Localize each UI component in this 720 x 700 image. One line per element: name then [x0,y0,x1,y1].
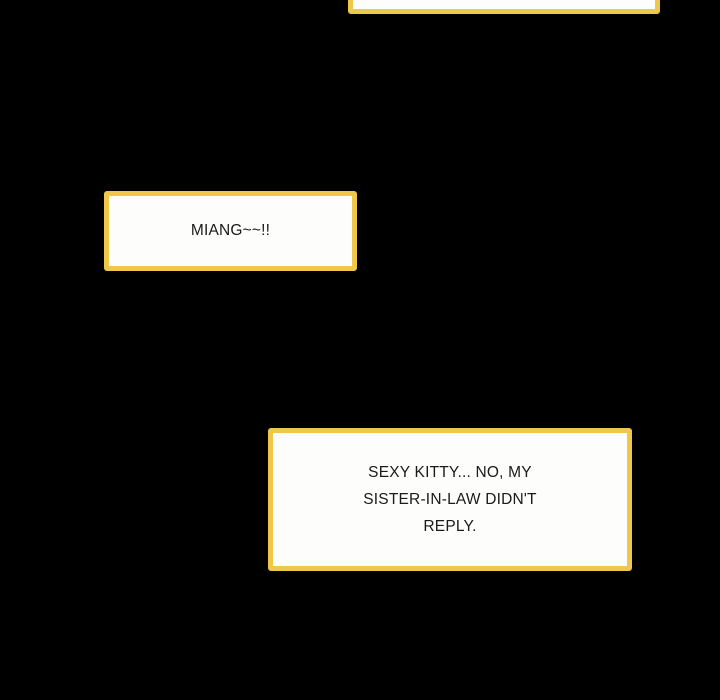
speech-bubble-top-cropped [348,0,660,14]
speech-bubble-dialogue: SEXY KITTY... NO, MY SISTER-IN-LAW DIDN'… [268,428,632,571]
speech-bubble-miang-text: MIANG~~!! [190,222,271,239]
speech-bubble-miang: MIANG~~!! [104,191,357,271]
speech-bubble-dialogue-text: SEXY KITTY... NO, MY SISTER-IN-LAW DIDN'… [363,464,537,535]
